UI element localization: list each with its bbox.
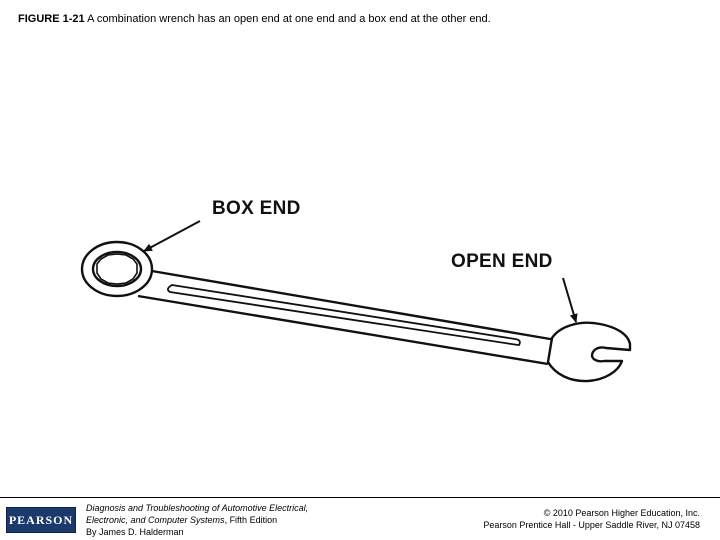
copyright-notice: © 2010 Pearson Higher Education, Inc. Pe… — [483, 507, 700, 531]
open-end-arrow — [562, 277, 578, 323]
book-edition: , Fifth Edition — [224, 515, 278, 525]
box-end-arrow — [143, 220, 201, 252]
footer-divider — [0, 497, 720, 498]
open-end — [546, 321, 632, 383]
book-title-line-1: Diagnosis and Troubleshooting of Automot… — [86, 503, 309, 513]
book-title-line-2-text: Electronic, and Computer Systems — [86, 515, 225, 525]
figure-number: FIGURE 1-21 — [18, 13, 85, 25]
box-end-label: BOX END — [212, 198, 301, 219]
copyright-line-1: © 2010 Pearson Higher Education, Inc. — [543, 508, 700, 518]
slide-footer: PEARSON Diagnosis and Troubleshooting of… — [0, 498, 720, 540]
wrench-handle — [137, 268, 557, 366]
book-author: By James D. Halderman — [86, 527, 184, 537]
book-title-line-2: Electronic, and Computer Systems, Fifth … — [86, 514, 308, 526]
figure-caption: FIGURE 1-21 A combination wrench has an … — [18, 12, 708, 26]
pearson-logo-text: PEARSON — [8, 512, 74, 527]
copyright-line-2: Pearson Prentice Hall - Upper Saddle Riv… — [483, 520, 700, 530]
caption-text: A combination wrench has an open end at … — [84, 13, 491, 25]
wrench-handle-groove — [167, 284, 521, 346]
book-credit: Diagnosis and Troubleshooting of Automot… — [86, 502, 308, 538]
box-end — [80, 240, 154, 298]
open-end-label: OPEN END — [451, 251, 553, 272]
pearson-logo: PEARSON — [6, 507, 76, 533]
